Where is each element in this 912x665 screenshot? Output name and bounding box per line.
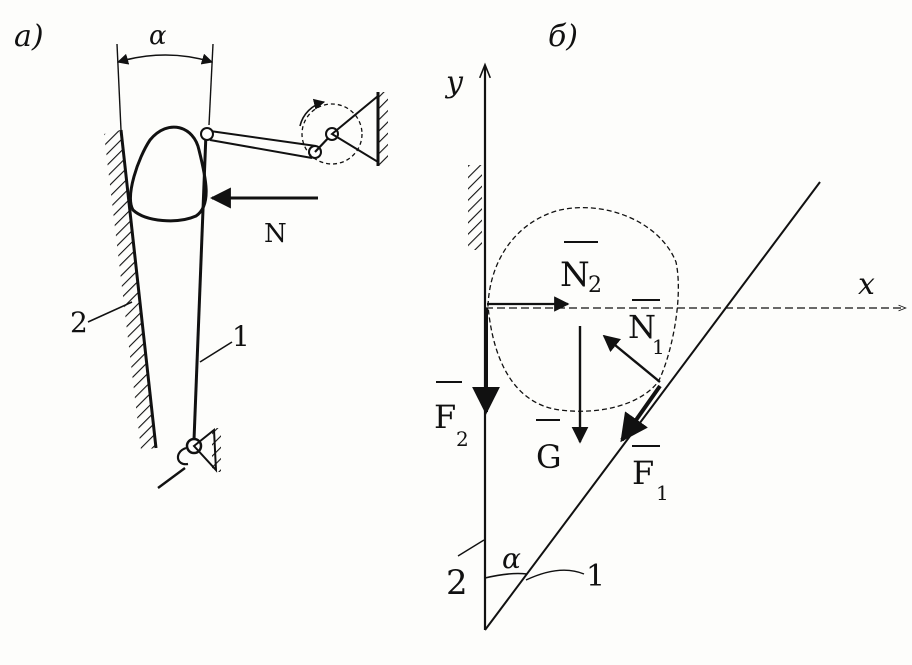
force-N1-subscript: 1 <box>652 335 665 359</box>
wall-2-label-b: 2 <box>446 563 468 603</box>
force-N-label: N <box>264 219 287 249</box>
force-N2: N 2 <box>487 241 602 312</box>
panel-a: a) α <box>14 19 388 489</box>
wall-2-label: 2 <box>70 306 88 339</box>
angle-alpha-b-label: α <box>502 542 521 575</box>
force-N2-subscript: 2 <box>588 273 602 298</box>
wall-2 <box>104 129 158 450</box>
jaw-1-label-b: 1 <box>586 559 605 594</box>
force-N1-label: N <box>628 308 656 346</box>
force-G: G <box>536 326 589 476</box>
inclined-jaw-1 <box>484 181 821 631</box>
angle-alpha-marker: α <box>116 21 214 131</box>
force-N2-label: N <box>560 255 590 295</box>
x-axis-label: x <box>858 267 875 302</box>
force-G-label: G <box>536 438 562 476</box>
force-F2-label: F <box>434 398 456 436</box>
force-N1: N 1 <box>602 299 665 383</box>
angle-alpha-label: α <box>149 21 167 51</box>
clamped-object <box>129 125 208 223</box>
force-F1-label: F <box>632 454 654 492</box>
force-F2-subscript: 2 <box>456 427 469 451</box>
y-axis-label: y <box>444 65 464 100</box>
panel-b-label: б) <box>548 19 578 54</box>
panel-a-label: a) <box>14 19 44 54</box>
angle-alpha-b: α <box>484 542 528 579</box>
force-F2: F 2 <box>434 308 500 451</box>
force-F1: F 1 <box>620 384 669 505</box>
panel-b: б) y x N 2 N 1 <box>434 19 907 631</box>
bottom-pivot <box>157 427 221 489</box>
x-axis: x <box>485 267 907 312</box>
force-N-arrow: N <box>209 187 318 249</box>
force-F1-subscript: 1 <box>656 481 669 505</box>
y-axis: y <box>444 62 492 630</box>
crank-mechanism <box>299 92 388 166</box>
jaw-1 <box>192 132 208 441</box>
jaw-1-label: 1 <box>232 320 250 353</box>
object-outline <box>487 206 679 412</box>
